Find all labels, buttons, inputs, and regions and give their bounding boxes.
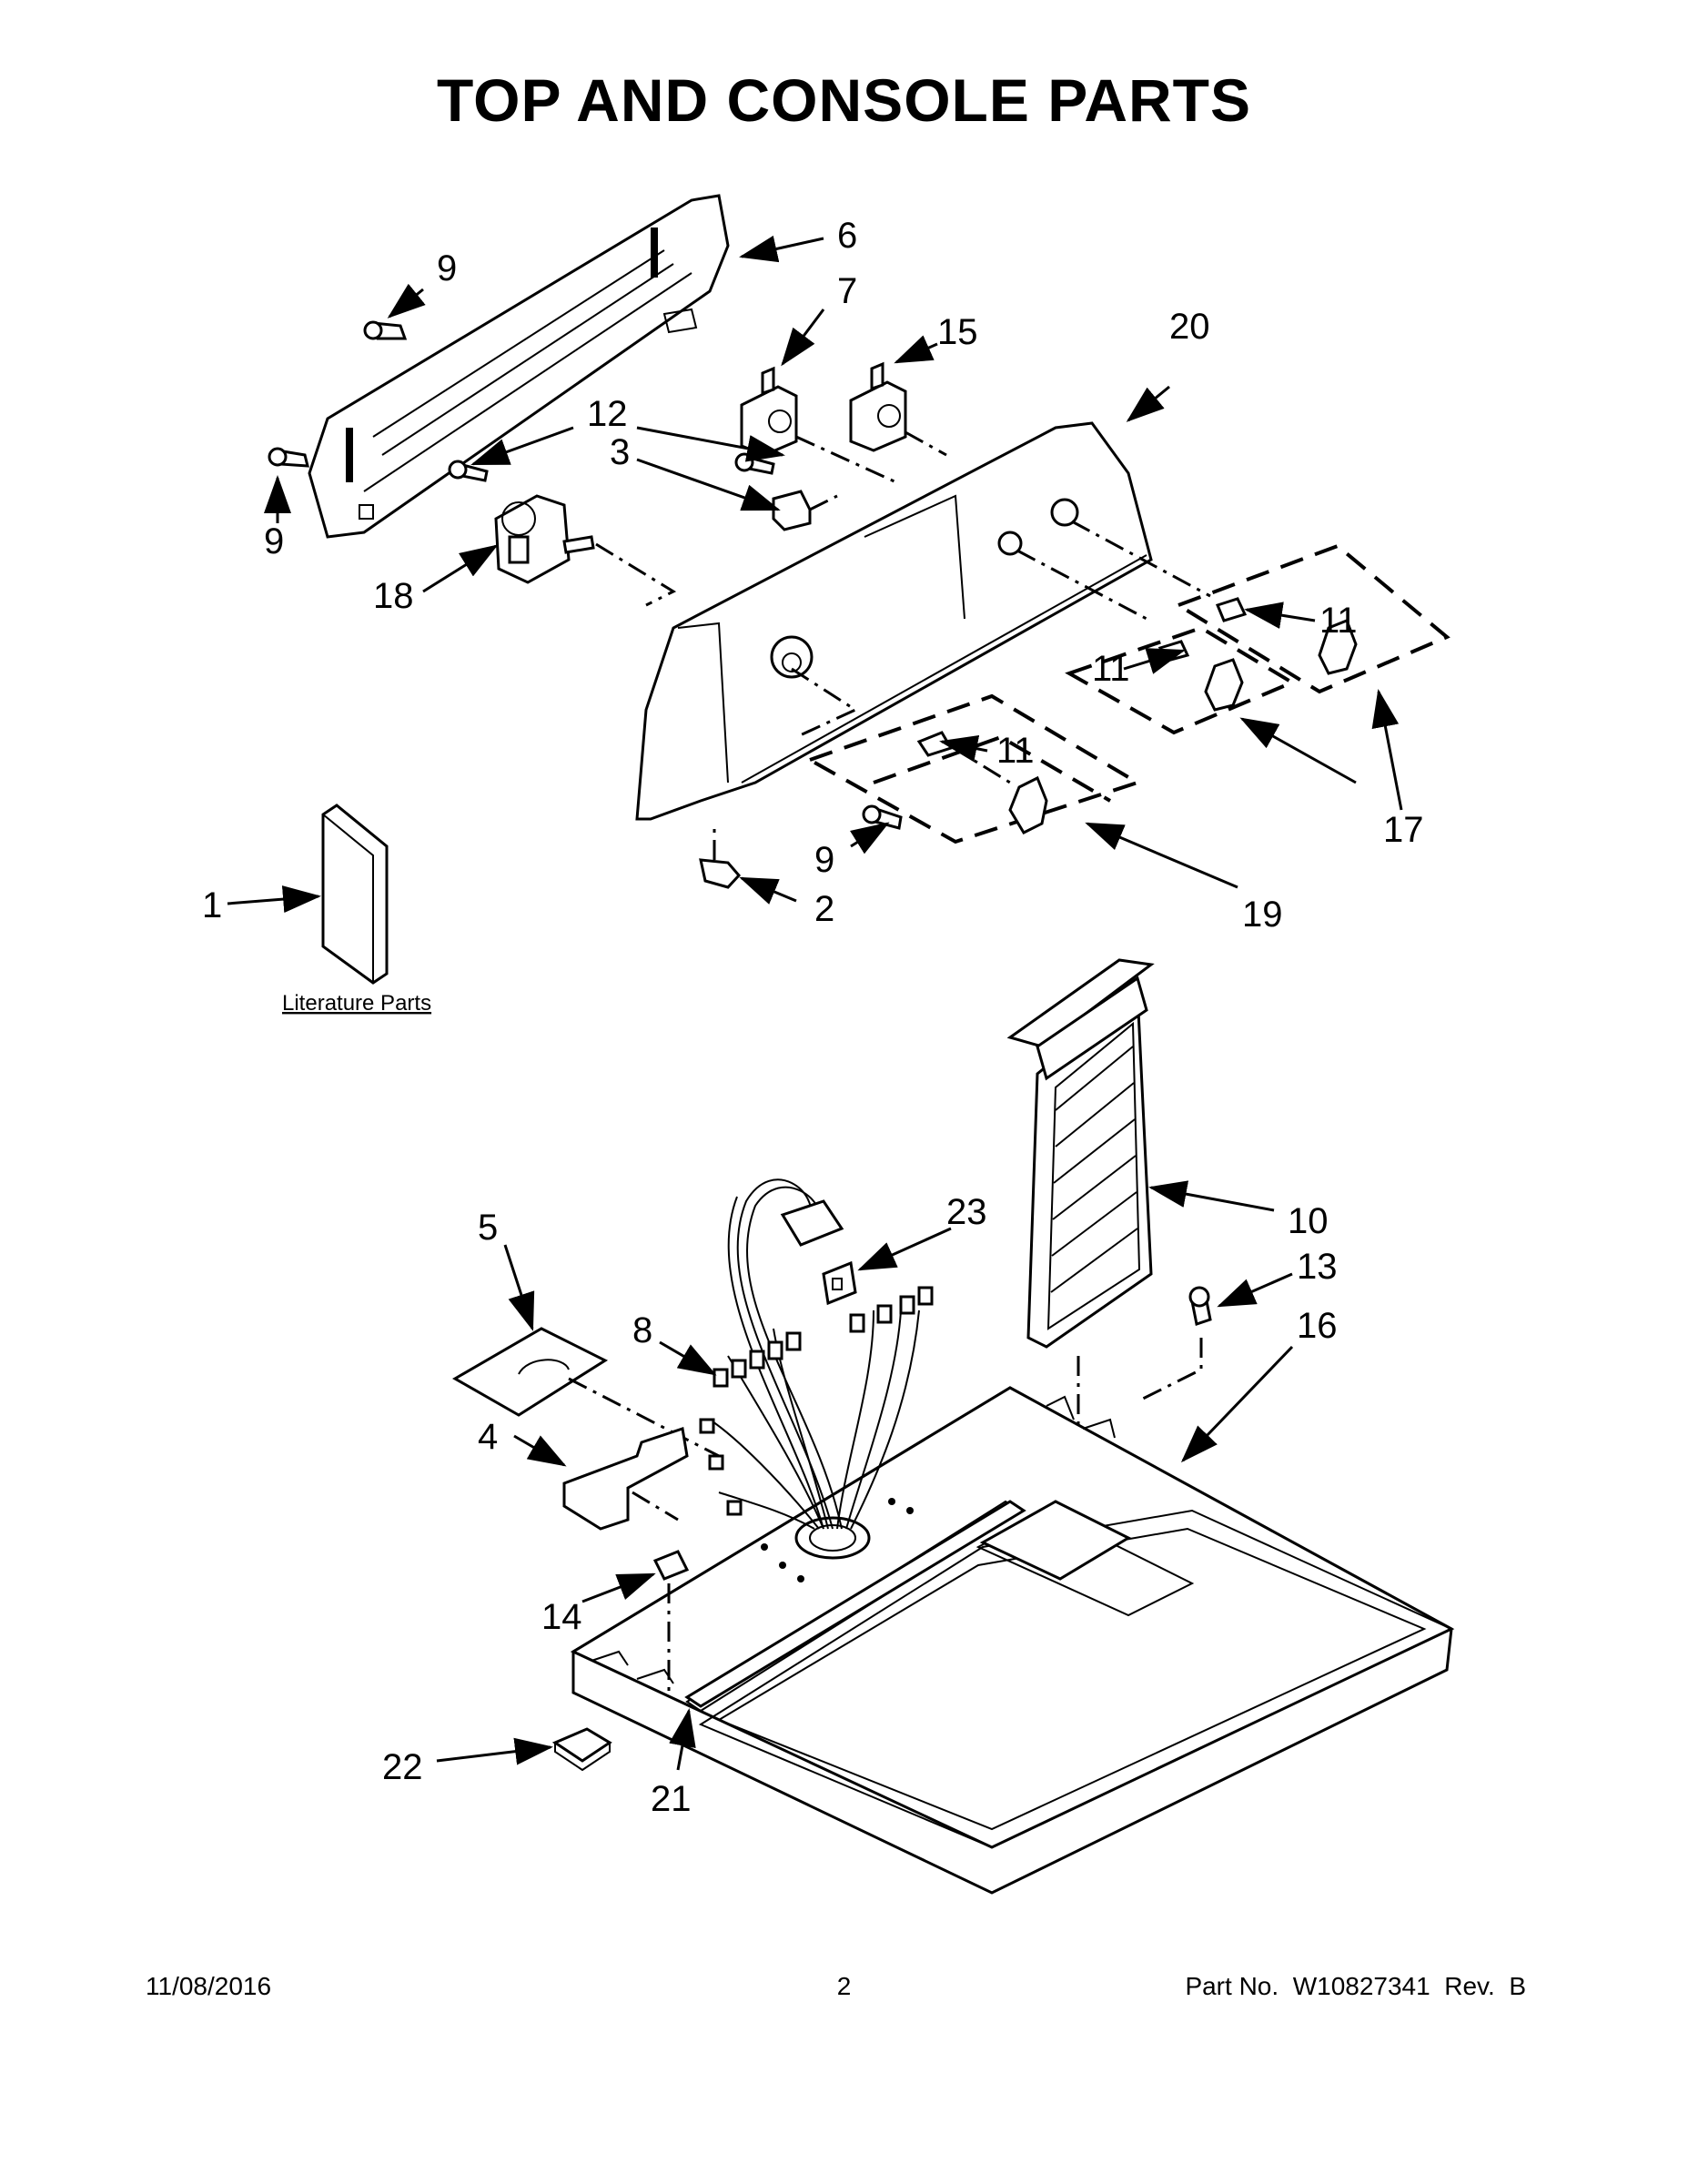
console-panel-20	[635, 421, 1211, 821]
lint-screen-10	[1006, 958, 1155, 1474]
dryer-top-16	[570, 1386, 1455, 1895]
bracket-5	[451, 1327, 720, 1458]
page-title: TOP AND CONSOLE PARTS	[437, 66, 1251, 134]
callout-11-mid: 11	[1092, 649, 1130, 689]
footer-part-number: Part No. W10827341 Rev. B	[1185, 1972, 1526, 2000]
callout-19: 19	[1242, 895, 1283, 935]
knob-group-17-right	[1174, 543, 1450, 694]
callout-9-lower: 9	[814, 840, 834, 880]
callout-2: 2	[814, 889, 834, 929]
screw-9-left	[268, 447, 309, 468]
console-rear-panel	[308, 194, 730, 539]
callout-9-upper: 9	[437, 248, 457, 288]
callout-labels: 6 9 7 15 20 12 3 9 18 11 11 11 17 9 2 19…	[202, 216, 1424, 1819]
footer-date: 11/08/2016	[146, 1972, 272, 2000]
callout-11-left: 11	[996, 731, 1035, 771]
callout-11-right: 11	[1319, 601, 1358, 641]
leader-lines	[227, 235, 1403, 1771]
callout-8: 8	[632, 1310, 652, 1350]
callout-17: 17	[1383, 810, 1424, 850]
callout-14: 14	[541, 1597, 582, 1637]
screw-12-right	[734, 452, 775, 475]
literature-parts-label: Literature Parts	[282, 991, 431, 1016]
knob-group-19	[805, 693, 1142, 844]
footer-page-number: 2	[836, 1972, 852, 2000]
callout-5: 5	[478, 1208, 498, 1248]
callout-3: 3	[610, 432, 630, 472]
callout-23: 23	[946, 1192, 987, 1232]
clip-14	[652, 1550, 690, 1693]
callout-21: 21	[651, 1779, 692, 1819]
callout-9-left: 9	[264, 521, 284, 561]
screw-9-upper	[363, 320, 408, 340]
callout-15: 15	[937, 312, 978, 352]
callout-20: 20	[1169, 307, 1210, 347]
connector-23	[822, 1260, 857, 1306]
callout-13: 13	[1297, 1247, 1338, 1287]
callout-22: 22	[382, 1747, 423, 1787]
part-3-clip	[772, 490, 838, 531]
wire-harness-8	[699, 1178, 934, 1530]
callout-4: 4	[478, 1417, 498, 1457]
bracket-4	[562, 1427, 689, 1531]
switch-15	[849, 361, 947, 457]
callout-10: 10	[1288, 1201, 1329, 1241]
callout-6: 6	[837, 216, 857, 256]
clip-2	[699, 824, 742, 889]
literature-booklet	[321, 804, 389, 985]
callout-18: 18	[373, 576, 414, 616]
timer-18	[494, 494, 677, 607]
harness-connectors	[699, 1286, 934, 1516]
callout-1: 1	[202, 885, 222, 925]
screw-9-lower	[862, 804, 903, 830]
screw-12-left	[448, 460, 489, 482]
screw-13	[1137, 1286, 1212, 1403]
strip-21	[684, 1500, 1026, 1708]
callout-12: 12	[587, 394, 628, 434]
pad-22	[551, 1727, 612, 1772]
callout-16: 16	[1297, 1306, 1338, 1346]
callout-7: 7	[837, 271, 857, 311]
